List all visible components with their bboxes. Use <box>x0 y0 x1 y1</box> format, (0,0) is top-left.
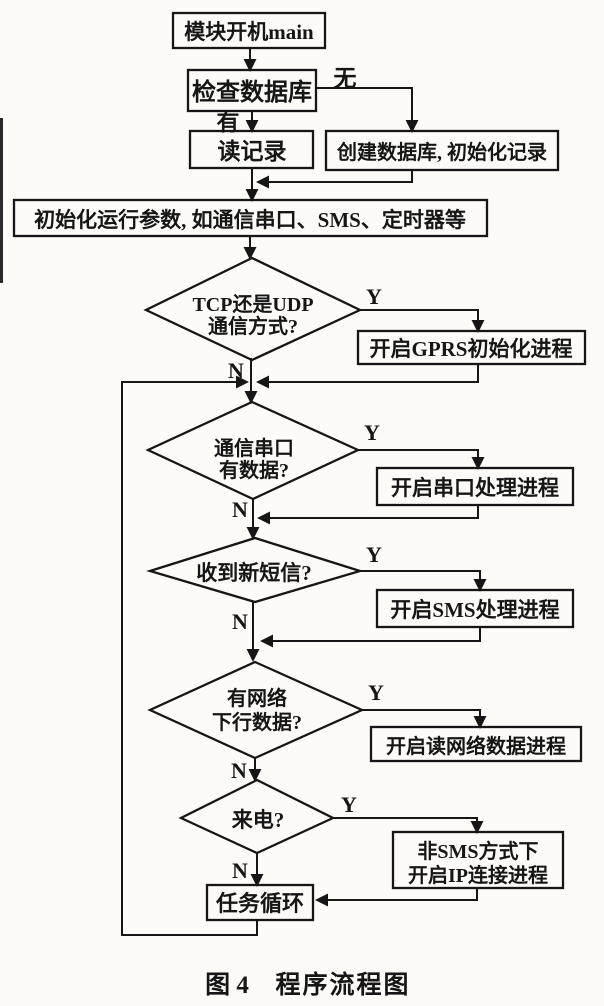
edge-callcheck-yes-to-ipproc <box>333 817 484 834</box>
node-start-box <box>171 11 327 50</box>
edge-smscheck-yes-to-smsproc <box>360 570 487 592</box>
branch-label-y-smscheck: Y <box>366 542 382 567</box>
flowchart-edges <box>121 48 487 936</box>
node-serialcheck-label-line2: 有数据? <box>219 458 289 482</box>
flowchart-nodes <box>12 11 587 922</box>
edge-checkdb-no-to-createdb <box>316 87 419 133</box>
edge-serialproc-return <box>257 505 479 525</box>
branch-label-y-serialcheck: Y <box>364 420 380 445</box>
branch-label-n-serialcheck: N <box>232 497 248 522</box>
node-ipproc-label-line2: 开启IP连接进程 <box>408 863 548 887</box>
edge-tcpudp-yes-to-gprs <box>358 309 485 333</box>
node-tcpudp-label-line1: TCP还是UDP <box>192 293 313 316</box>
branch-label-none-checkdb: 无 <box>334 66 357 91</box>
scan-edge-artifact <box>0 118 3 283</box>
node-taskloop-label: 任务循环 <box>215 891 304 916</box>
node-serialcheck-label-line1: 通信串口 <box>214 436 294 460</box>
flowchart-branch-labels: 无 有 Y N Y N Y N Y N Y N <box>217 66 385 883</box>
node-createdb-label: 创建数据库, 初始化记录 <box>336 140 547 164</box>
node-ipproc-box <box>391 830 565 890</box>
node-netproc-label: 开启读网络数据进程 <box>386 734 566 758</box>
edge-smsproc-return <box>260 627 481 648</box>
branch-label-n-netcheck: N <box>231 758 247 783</box>
branch-label-n-smscheck: N <box>232 609 248 634</box>
node-smsproc-label: 开启SMS处理进程 <box>390 598 559 622</box>
node-tcpudp-label-line2: 通信方式? <box>208 314 298 338</box>
node-serialproc-box <box>375 466 575 507</box>
node-callcheck-label: 来电? <box>232 808 285 832</box>
node-start-label: 模块开机main <box>184 20 314 44</box>
edge-serialcheck-yes-to-serialproc <box>358 449 485 470</box>
node-serialcheck-diamond <box>145 400 361 501</box>
node-netproc-box <box>369 725 583 763</box>
edge-ipproc-to-taskloop <box>315 888 478 907</box>
node-netcheck-diamond <box>147 660 365 760</box>
branch-label-has-checkdb: 有 <box>217 109 240 135</box>
figure-caption-label: 图 4 <box>205 972 249 999</box>
node-netcheck-label-line2: 下行数据? <box>212 710 302 734</box>
node-netcheck-label-line1: 有网络 <box>227 686 287 710</box>
node-smsproc-box <box>375 588 575 629</box>
node-smscheck-label: 收到新短信? <box>196 561 312 585</box>
branch-label-n-tcpudp: N <box>228 358 244 383</box>
edge-taskloop-loopback <box>121 375 258 936</box>
node-initparams-label: 初始化运行参数, 如通信串口、SMS、定时器等 <box>34 208 466 232</box>
node-checkdb-box <box>186 68 318 113</box>
node-readrecord-box <box>188 129 315 170</box>
node-smscheck-diamond <box>146 536 364 604</box>
node-serialproc-label: 开启串口处理进程 <box>391 476 559 500</box>
node-gprs-label: 开启GPRS初始化进程 <box>369 337 572 361</box>
flowchart-node-labels: 模块开机main 检查数据库 读记录 创建数据库, 初始化记录 初始化运行参数,… <box>34 20 572 916</box>
figure-caption-title: 程序流程图 <box>275 970 410 999</box>
edge-createdb-merge <box>256 170 413 189</box>
figure-caption: 图 4 程序流程图 <box>205 970 410 999</box>
node-createdb-box <box>324 129 560 172</box>
node-tcpudp-diamond <box>143 256 363 362</box>
branch-label-y-netcheck: Y <box>368 680 384 705</box>
branch-label-y-tcpudp: Y <box>366 284 382 309</box>
node-callcheck-diamond <box>178 778 336 855</box>
edge-gprs-return <box>256 364 479 389</box>
branch-label-n-callcheck: N <box>232 858 248 883</box>
node-gprs-box <box>356 329 587 366</box>
node-initparams-box <box>12 198 489 238</box>
branch-label-y-callcheck: Y <box>341 792 357 817</box>
node-checkdb-label: 检查数据库 <box>192 78 312 106</box>
node-taskloop-box <box>205 883 315 922</box>
node-ipproc-label-line1: 非SMS方式下 <box>417 839 538 863</box>
node-readrecord-label: 读记录 <box>218 139 287 164</box>
edge-netcheck-yes-to-netproc <box>362 709 487 729</box>
